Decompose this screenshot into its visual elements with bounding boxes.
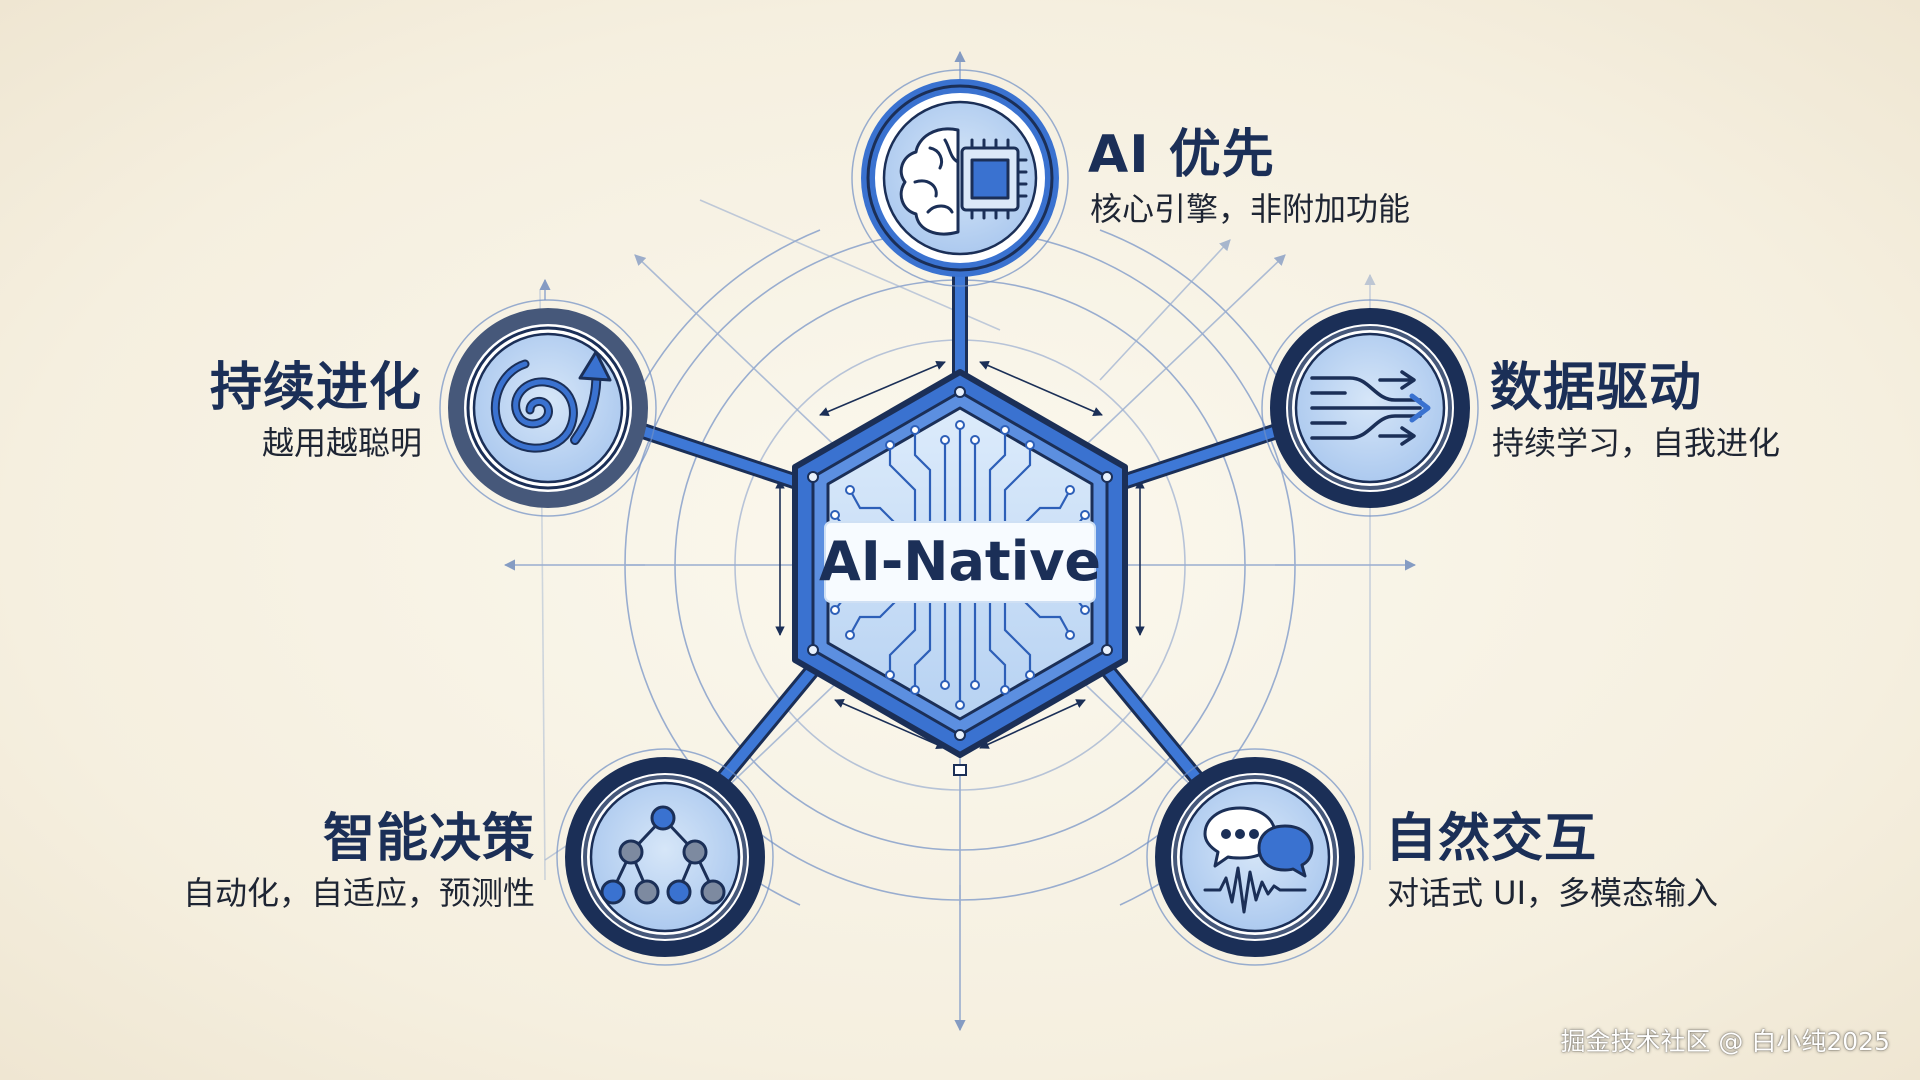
node-title-data-driven: 数据驱动 <box>1490 358 1703 418</box>
node-smart-decision <box>556 748 774 966</box>
node-ai-first <box>851 69 1069 287</box>
connector-spokes <box>632 247 1288 790</box>
data-flow-arrows-icon <box>1310 370 1431 446</box>
node-subtitle-data-driven: 持续学习，自我进化 <box>1492 424 1781 462</box>
spiral-arrow-icon <box>490 350 612 453</box>
brain-chip-icon <box>899 127 1028 236</box>
dimension-arrows <box>775 360 1145 749</box>
node-natural-interaction <box>1146 748 1364 966</box>
node-continuous-evolution <box>439 299 657 517</box>
node-title-continuous-evolution: 持续进化 <box>209 358 422 418</box>
node-subtitle-natural-interaction: 对话式 UI，多模态输入 <box>1387 874 1719 912</box>
watermark: 掘金技术社区 @ 白小纯2025 <box>1560 1027 1890 1056</box>
node-title-ai-first: AI 优先 <box>1088 125 1275 185</box>
central-hexagon: AI-Native <box>792 369 1128 776</box>
node-title-smart-decision: 智能决策 <box>322 809 535 869</box>
decision-tree-icon <box>600 805 726 905</box>
chat-bubbles-waveform-icon <box>1203 806 1314 914</box>
node-data-driven <box>1261 299 1479 517</box>
node-subtitle-smart-decision: 自动化，自适应，预测性 <box>182 874 535 912</box>
node-subtitle-ai-first: 核心引擎，非附加功能 <box>1090 190 1411 228</box>
node-title-natural-interaction: 自然交互 <box>1385 809 1598 869</box>
node-subtitle-continuous-evolution: 越用越聪明 <box>261 424 422 462</box>
center-label: AI-Native <box>819 530 1101 593</box>
